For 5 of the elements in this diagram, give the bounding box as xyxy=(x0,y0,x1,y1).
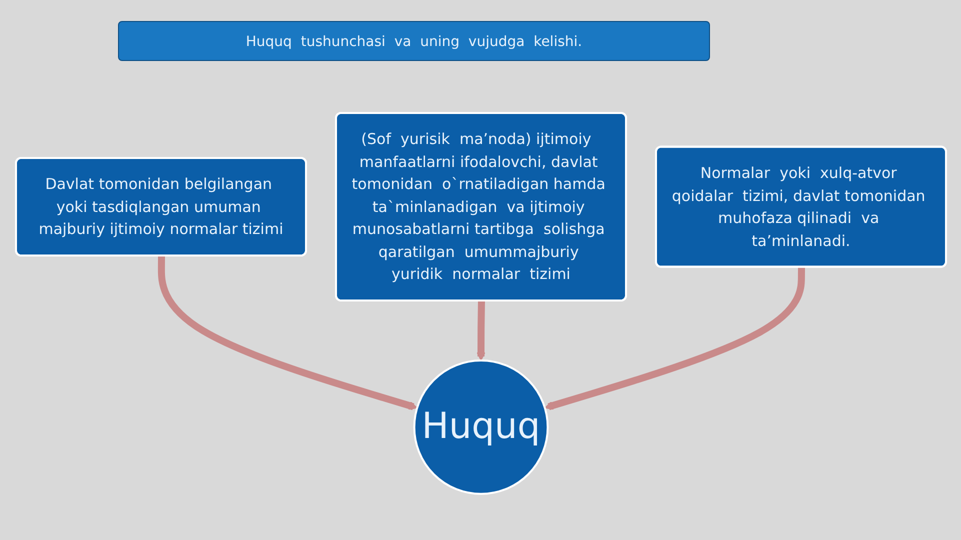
title-banner: Huquq tushunchasi va uning vujudga kelishi. xyxy=(118,21,710,61)
node-circle: Huquq xyxy=(412,359,548,494)
arrow xyxy=(476,300,485,360)
arrow xyxy=(157,256,418,410)
arrow xyxy=(544,266,804,410)
